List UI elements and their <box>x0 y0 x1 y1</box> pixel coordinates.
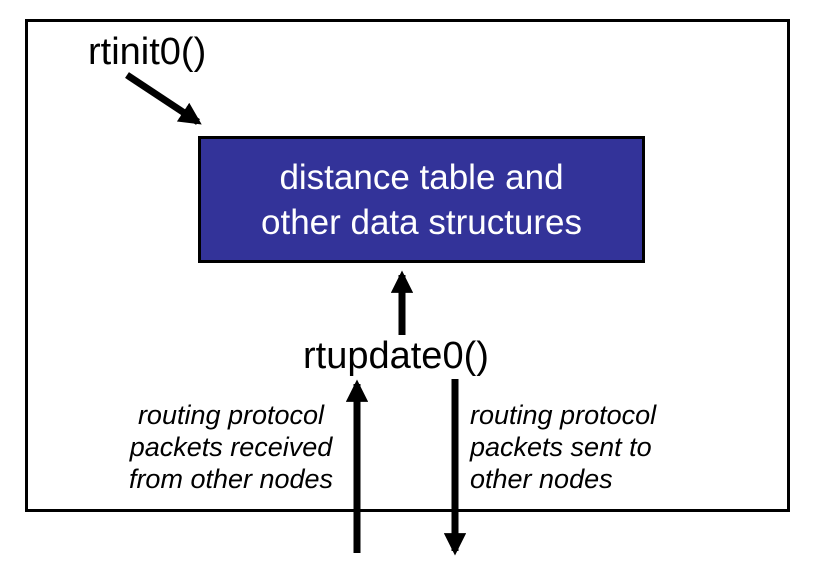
incoming-packets-caption: routing protocol packets received from o… <box>128 400 334 494</box>
outgoing-packets-caption: routing protocol packets sent to other n… <box>470 400 657 494</box>
rtinit-function-label: rtinit0() <box>88 31 207 73</box>
distance-table-box-label: distance table and other data structures <box>261 157 582 242</box>
rtupdate-function-label: rtupdate0() <box>303 335 489 377</box>
distance-table-box: distance table and other data structures <box>198 136 645 263</box>
diagram-outer-frame <box>25 19 790 512</box>
